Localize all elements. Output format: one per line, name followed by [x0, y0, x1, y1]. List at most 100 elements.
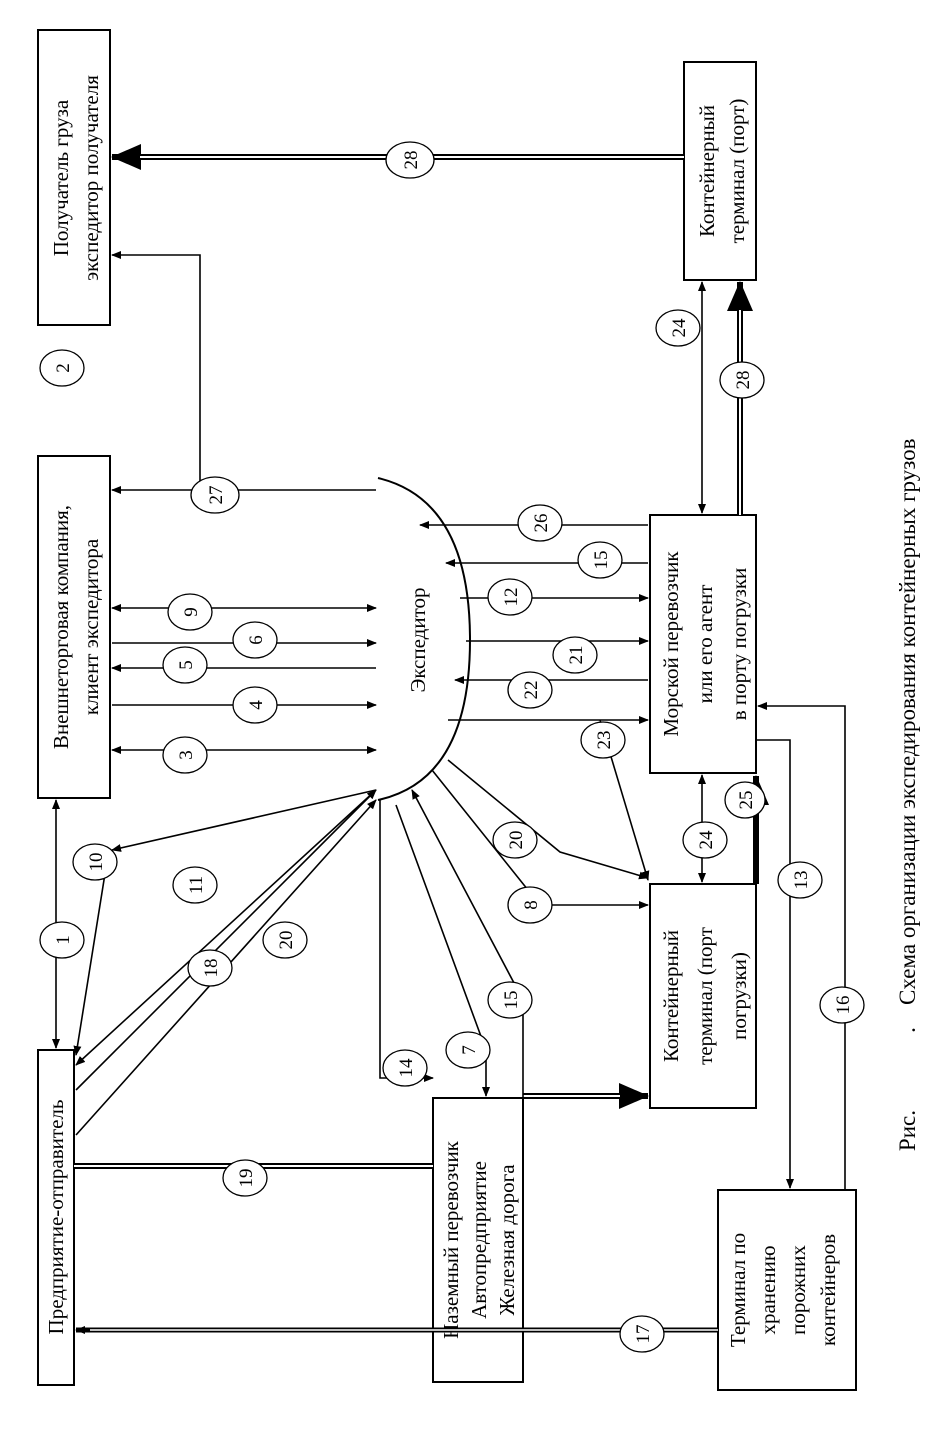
sea-carrier-label-1: Морской перевозчик: [659, 551, 683, 737]
marker-20a: 20: [262, 921, 308, 959]
flow-27-receiver: [111, 251, 201, 490]
svg-text:15: 15: [501, 991, 522, 1010]
empty-terminal-label-4: контейнеров: [816, 1234, 840, 1346]
terminal-loading-label-1: Контейнерный: [659, 930, 683, 1062]
marker-26: 26: [517, 504, 563, 542]
marker-16: 16: [819, 986, 865, 1024]
svg-text:22: 22: [521, 681, 542, 700]
svg-text:27: 27: [206, 486, 227, 505]
sea-carrier-label-2: или его агент: [693, 585, 717, 704]
marker-21: 21: [552, 636, 598, 674]
svg-text:24: 24: [696, 830, 717, 850]
svg-text:28: 28: [733, 371, 754, 390]
marker-8: 8: [507, 886, 553, 924]
marker-20b: 20: [492, 821, 538, 859]
svg-text:24: 24: [669, 318, 690, 338]
trading-company-label-2: клиент экспедитора: [79, 538, 103, 715]
terminal-loading-label-3: погрузки): [727, 952, 751, 1040]
land-carrier-label-3: Железная дорога: [495, 1164, 519, 1316]
marker-23: 23: [580, 721, 626, 759]
flow-16: [757, 702, 846, 1191]
svg-text:12: 12: [501, 588, 522, 607]
empty-terminal-label-3: порожних: [786, 1245, 810, 1335]
flow-18: [75, 789, 377, 1091]
shipper-label: Предприятие-отправитель: [44, 1100, 68, 1335]
svg-text:1: 1: [53, 935, 74, 945]
trading-company-label-1: Внешнеторговая компания,: [49, 505, 73, 749]
box-receiver: Получатель груза экспедитор получателя: [37, 29, 111, 326]
svg-text:11: 11: [186, 876, 207, 894]
sea-carrier-label-3: в порту погрузки: [727, 568, 751, 721]
marker-12: 12: [487, 578, 533, 616]
svg-text:17: 17: [633, 1325, 654, 1344]
marker-1: 1: [39, 921, 85, 959]
empty-terminal-label-2: хранению: [756, 1245, 780, 1334]
marker-28b: 28: [719, 361, 765, 399]
marker-22: 22: [507, 671, 553, 709]
flow-10-company: [111, 789, 377, 852]
forwarder-label: Экспедитор: [406, 588, 430, 693]
svg-text:10: 10: [86, 853, 107, 872]
marker-17: 17: [619, 1315, 665, 1353]
marker-6: 6: [232, 621, 278, 659]
flow-8: [431, 769, 649, 909]
marker-25: 25: [724, 781, 766, 819]
box-trading-company: Внешнеторговая компания, клиент экспедит…: [37, 455, 111, 799]
svg-text:3: 3: [176, 750, 197, 760]
caption-number: .: [895, 1027, 920, 1033]
box-container-terminal-port: Контейнерный терминал (порт): [683, 61, 757, 281]
marker-15b: 15: [577, 541, 623, 579]
marker-10: 10: [72, 843, 118, 881]
box-sea-carrier: Морской перевозчик или его агент в порту…: [649, 514, 757, 774]
marker-28a: 28: [385, 141, 435, 179]
flow-13: [756, 739, 794, 1189]
svg-text:21: 21: [566, 646, 587, 665]
box-container-terminal-loading: Контейнерный терминал (порт погрузки): [649, 883, 757, 1109]
svg-text:7: 7: [459, 1045, 480, 1055]
flow-10-shipper: [73, 854, 109, 1056]
box-land-carrier: Наземный перевозчик Автопредприятие Желе…: [432, 1097, 524, 1383]
terminal-loading-label-2: терминал (порт: [693, 927, 717, 1065]
marker-13: 13: [777, 861, 823, 899]
svg-text:8: 8: [521, 900, 542, 910]
svg-text:20: 20: [276, 931, 297, 950]
svg-text:23: 23: [594, 731, 615, 750]
caption-title: Схема организации экспедирования контейн…: [895, 438, 920, 1005]
svg-text:15: 15: [591, 551, 612, 570]
marker-14: 14: [382, 1049, 428, 1087]
marker-19: 19: [222, 1159, 268, 1197]
terminal-port-label-2: терминал (порт): [725, 99, 749, 244]
marker-3: 3: [162, 736, 208, 774]
svg-text:18: 18: [201, 959, 222, 978]
svg-text:16: 16: [833, 996, 854, 1015]
svg-text:14: 14: [396, 1058, 417, 1078]
marker-7: 7: [445, 1031, 491, 1069]
terminal-port-label-1: Контейнерный: [695, 105, 719, 237]
marker-11: 11: [172, 866, 218, 904]
svg-text:2: 2: [53, 363, 74, 373]
svg-text:19: 19: [236, 1169, 257, 1188]
land-carrier-label-2: Автопредприятие: [467, 1161, 491, 1319]
svg-text:6: 6: [246, 635, 267, 645]
flow-11: [75, 789, 377, 1066]
marker-18: 18: [187, 949, 233, 987]
receiver-label-1: Получатель груза: [49, 99, 73, 256]
empty-terminal-label-1: Терминал по: [726, 1233, 750, 1347]
land-carrier-label-1: Наземный перевозчик: [439, 1140, 463, 1339]
svg-text:4: 4: [246, 700, 267, 710]
svg-text:26: 26: [531, 514, 552, 533]
svg-text:20: 20: [506, 831, 527, 850]
flow-20-terminal: [447, 759, 649, 880]
marker-24b: 24: [682, 821, 728, 859]
box-empty-container-terminal: Терминал по хранению порожних контейнеро…: [717, 1189, 857, 1391]
receiver-label-2: экспедитор получателя: [79, 75, 103, 281]
caption-prefix: Рис.: [895, 1110, 920, 1151]
marker-9: 9: [167, 593, 213, 631]
svg-text:25: 25: [736, 791, 757, 810]
svg-text:13: 13: [791, 871, 812, 890]
svg-text:9: 9: [181, 607, 202, 617]
marker-15a: 15: [487, 981, 533, 1019]
marker-5: 5: [162, 646, 208, 684]
marker-24a: 24: [655, 309, 701, 347]
figure-caption: Рис. . Схема организации экспедирования …: [895, 438, 920, 1151]
